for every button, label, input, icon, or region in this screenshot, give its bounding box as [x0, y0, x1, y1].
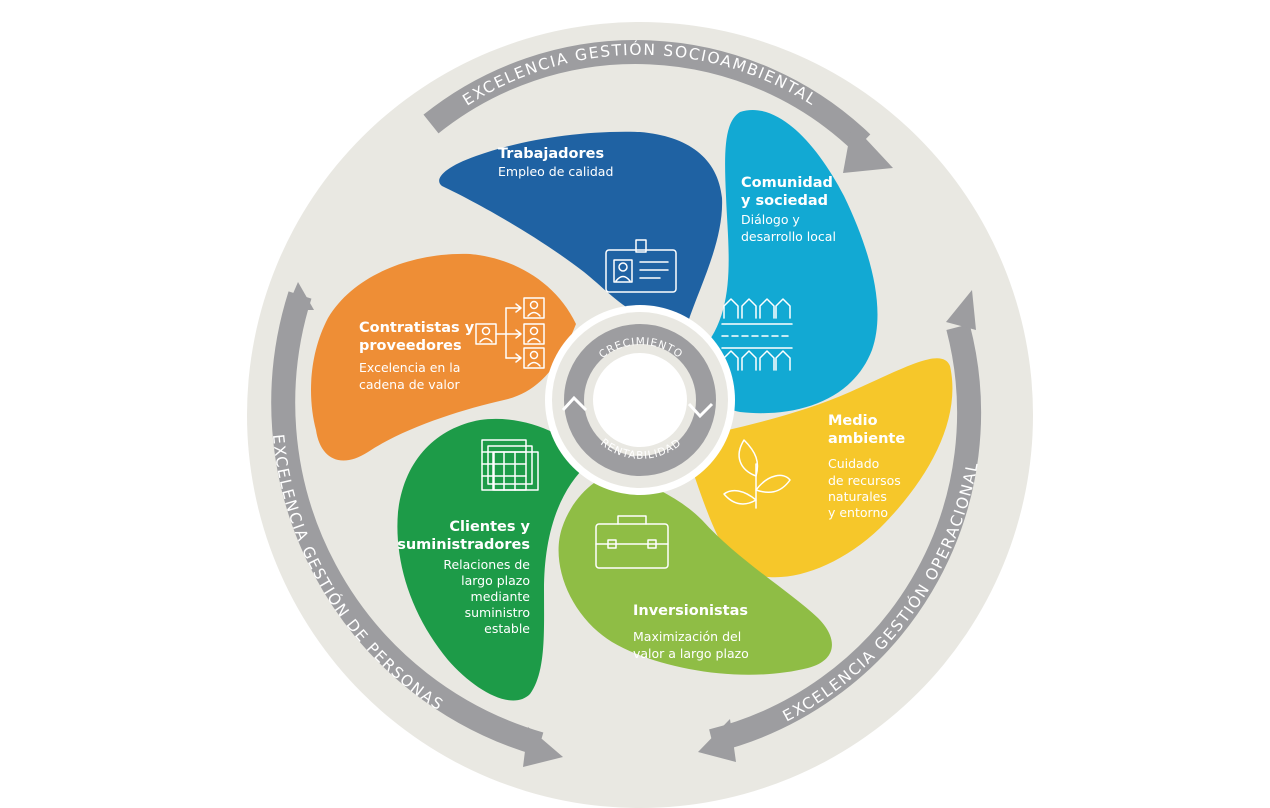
text-clientes: Clientes y suministradores Relaciones de…: [397, 519, 530, 636]
title-contratistas-line1: Contratistas y: [359, 320, 475, 336]
title-medio-line1: Medio: [828, 413, 878, 429]
org-chart-icon: [475, 297, 545, 369]
title-clientes-line2: suministradores: [397, 537, 530, 553]
desc-medio-line3: naturales: [828, 489, 887, 504]
arrow-socioambiental: [423, 40, 871, 152]
desc-medio-line1: Cuidado: [828, 456, 879, 471]
arrowhead-personas-tail: [286, 282, 314, 310]
arrow-operacional: [709, 323, 982, 753]
desc-clientes-line1: Relaciones de: [443, 557, 530, 572]
text-comunidad: Comunidad y sociedad Diálogo y desarroll…: [741, 175, 836, 244]
desc-clientes-line4: suministro: [465, 605, 530, 620]
outer-ring-arrows: [271, 40, 982, 756]
text-medio-ambiente: Medio ambiente Cuidado de recursos natur…: [828, 413, 905, 520]
petal-contratistas: [311, 253, 576, 461]
desc-clientes-line3: mediante: [471, 589, 531, 604]
petal-clientes: [397, 418, 590, 701]
outer-ring-arrowheads: [286, 124, 976, 767]
arrowhead-operacional-tail: [946, 290, 976, 330]
desc-contratistas-line2: cadena de valor: [359, 377, 460, 392]
arrowhead-operacional: [698, 719, 736, 762]
desc-inversionistas-line1: Maximización del: [633, 629, 741, 644]
plant-icon: [723, 439, 791, 509]
text-trabajadores: Trabajadores Empleo de calidad: [498, 146, 613, 179]
desc-clientes-line2: largo plazo: [461, 573, 530, 588]
title-contratistas-line2: proveedores: [359, 338, 462, 354]
desc-contratistas-line1: Excelencia en la: [359, 360, 460, 375]
id-badge-icon: [605, 239, 677, 293]
title-clientes-line1: Clientes y: [449, 519, 530, 535]
houses-icon: [721, 298, 793, 371]
text-contratistas: Contratistas y proveedores Excelencia en…: [359, 320, 475, 392]
title-medio-line2: ambiente: [828, 431, 905, 447]
arrowhead-socioambiental: [843, 124, 893, 173]
desc-medio-line2: de recursos: [828, 473, 901, 488]
petal-inversionistas: [558, 470, 832, 675]
title-trabajadores: Trabajadores: [498, 146, 604, 162]
title-comunidad-line2: y sociedad: [741, 193, 828, 209]
inner-hub-center: [593, 353, 687, 447]
calendar-icon: [481, 439, 539, 491]
inner-chevron-left: [561, 395, 588, 412]
title-comunidad-line1: Comunidad: [741, 175, 833, 191]
desc-comunidad-line1: Diálogo y: [741, 212, 800, 227]
petal-medio-ambiente: [682, 358, 953, 578]
desc-inversionistas-line2: valor a largo plazo: [633, 646, 749, 661]
arrowhead-personas: [523, 727, 563, 767]
briefcase-icon: [595, 515, 669, 569]
petal-comunidad: [700, 109, 878, 414]
desc-clientes-line5: estable: [484, 621, 530, 636]
desc-comunidad-line2: desarrollo local: [741, 229, 836, 244]
desc-trabajadores: Empleo de calidad: [498, 164, 613, 179]
inner-chevron-right: [687, 402, 714, 419]
arrow-personas: [271, 291, 544, 756]
title-inversionistas: Inversionistas: [633, 603, 748, 619]
text-inversionistas: Inversionistas Maximización del valor a …: [633, 603, 749, 661]
desc-medio-line4: y entorno: [828, 505, 888, 520]
petal-trabajadores: [439, 131, 723, 324]
